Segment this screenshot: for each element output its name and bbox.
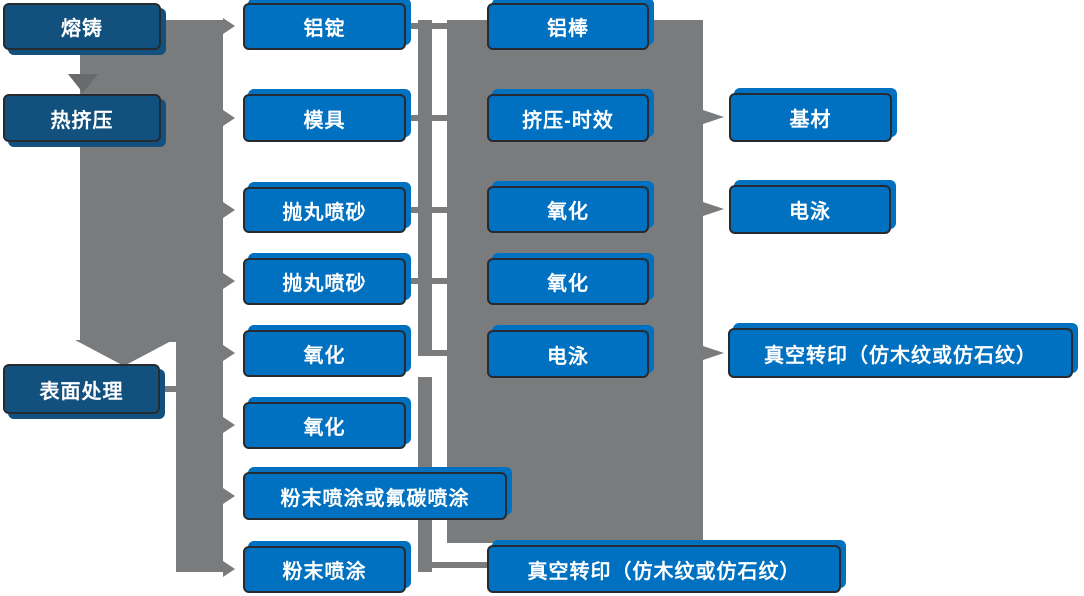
node-hot-extrusion: 热挤压 (3, 94, 161, 142)
arrow-to-oxidation-1-icon (223, 345, 235, 361)
node-aluminum-ingot: 铝锭 (243, 3, 406, 50)
arrow-to-mold-icon (223, 110, 235, 126)
node-vacuum-transfer-right: 真空转印（仿木纹或仿石纹） (728, 328, 1073, 378)
node-mold: 模具 (243, 94, 406, 142)
node-oxidation-1: 氧化 (243, 330, 406, 377)
down-arrow-to-surface-treatment-icon (75, 340, 173, 366)
stub-vacuum-transfer-bottom-row (429, 562, 487, 568)
arrow-to-base-material-icon (703, 110, 724, 124)
node-oxidation-4: 氧化 (487, 258, 649, 305)
stub-ingot-row (408, 23, 448, 29)
node-base-material: 基材 (729, 93, 892, 142)
stub-shot-blasting-2-row (408, 278, 448, 284)
arrow-to-shot-blasting-2-icon (223, 273, 235, 289)
arrow-to-oxidation-2-icon (223, 417, 235, 433)
node-shot-blasting-2: 抛丸喷砂 (243, 258, 406, 305)
arrow-to-aluminum-ingot-icon (223, 18, 235, 34)
node-powder-coating: 粉末喷涂 (243, 546, 406, 593)
node-electrophoresis-2: 电泳 (729, 185, 891, 234)
node-electrophoresis-1: 电泳 (487, 330, 649, 378)
divider-bar-upper-segment (418, 20, 432, 356)
node-extrusion-aging: 挤压-时效 (487, 94, 649, 142)
node-surface-treatment: 表面处理 (3, 364, 160, 414)
node-melting-casting: 熔铸 (3, 3, 161, 50)
node-vacuum-transfer-bottom: 真空转印（仿木纹或仿石纹） (487, 545, 841, 593)
arrow-to-electrophoresis-2-icon (703, 202, 724, 216)
arrow-to-powder-or-fluorocarbon-icon (223, 488, 235, 504)
main-vertical-bar-left-part (80, 20, 176, 342)
arrow-to-shot-blasting-1-icon (223, 202, 235, 218)
stub-surface-treatment (160, 386, 178, 392)
stub-mold-row (408, 115, 448, 121)
down-arrow-to-hot-extrusion-icon (68, 74, 98, 93)
stub-electrophoresis-row (432, 350, 448, 356)
node-powder-or-fluorocarbon: 粉末喷涂或氟碳喷涂 (243, 472, 507, 520)
node-oxidation-3: 氧化 (487, 186, 649, 233)
node-oxidation-2: 氧化 (243, 402, 406, 449)
arrow-to-vacuum-transfer-right-icon (703, 346, 724, 360)
stub-shot-blasting-1-row (408, 207, 448, 213)
node-shot-blasting-1: 抛丸喷砂 (243, 187, 406, 233)
main-vertical-bar-right-part (176, 20, 223, 572)
node-aluminum-rod: 铝棒 (487, 3, 649, 50)
arrow-to-powder-coating-icon (223, 561, 235, 577)
